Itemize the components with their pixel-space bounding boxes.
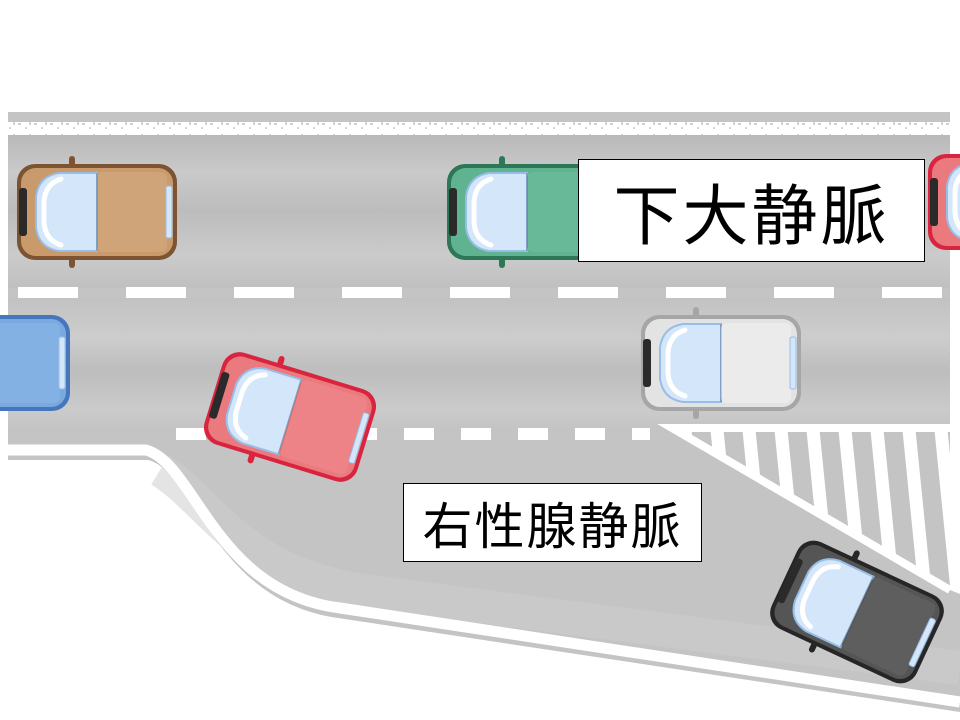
brown-car-icon [17,156,177,268]
zebra-stripe [933,428,950,590]
zebra-zone-border [657,424,953,594]
right-gonadal-vein-label-text: 右性腺静脈 [422,497,683,556]
red-car-icon [928,146,960,258]
white-car-icon [641,307,801,419]
road-edge-top-texture [8,122,950,135]
right-gonadal-vein-label-box: 右性腺静脈 [403,483,702,562]
blue-car-icon [0,307,70,419]
road-edge-branch [8,444,960,708]
ivc-label-text: 下大静脈 [613,177,890,255]
lower-lane-shading [8,298,950,430]
ivc-label-box: 下大静脈 [578,159,925,262]
